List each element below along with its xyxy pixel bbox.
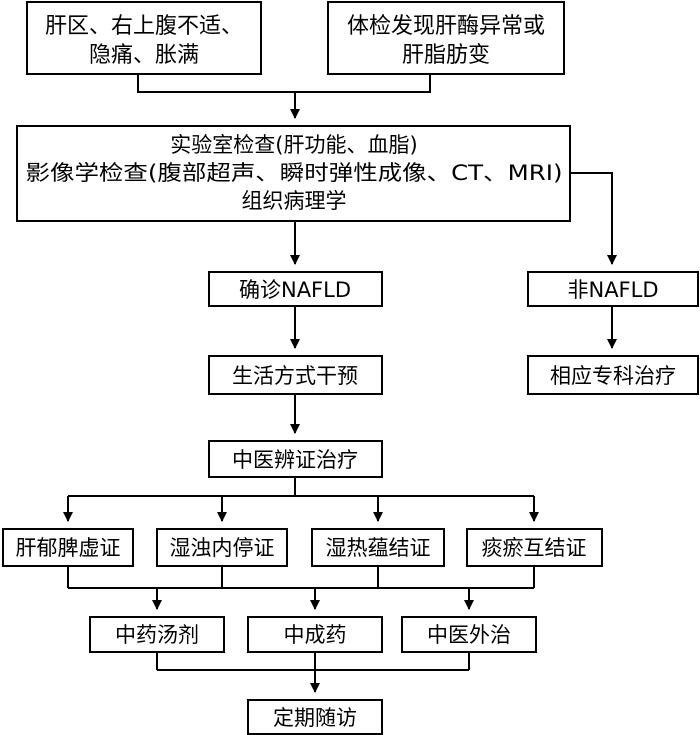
tests-node: 实验室检查(肝功能、血脂) 影像学检查(腹部超声、瞬时弹性成像、CT、MRI) … [16, 125, 571, 222]
treatment-box-2 [247, 616, 383, 653]
followup-box [247, 699, 383, 735]
exam-line-1: 体检发现肝酶异常或 [347, 14, 545, 39]
arrow-to-non-nafld [570, 172, 617, 265]
connectors [63, 74, 617, 693]
symptom-box [26, 1, 262, 75]
syndrome-label-3: 湿热蕴结证 [326, 536, 431, 560]
syndrome-node-3: 湿热蕴结证 [311, 528, 445, 567]
specialty-node: 相应专科治疗 [527, 355, 699, 395]
treatment-node-1: 中药汤剂 [89, 616, 225, 653]
treatment-box-1 [89, 616, 225, 653]
syndrome-label-1: 肝郁脾虚证 [16, 536, 121, 560]
specialty-label: 相应专科治疗 [550, 364, 676, 388]
non-nafld-node: 非NAFLD [527, 271, 699, 307]
syndrome-label-2: 湿浊内停证 [170, 536, 275, 560]
connector-top-merge [137, 74, 431, 93]
syndrome-box-1 [2, 528, 134, 567]
syndrome-node-1: 肝郁脾虚证 [2, 528, 134, 567]
tests-line-1: 实验室检查(肝功能、血脂) [170, 133, 417, 157]
lifestyle-box [208, 355, 383, 395]
treatment-label-1: 中药汤剂 [115, 623, 199, 647]
symptom-node: 肝区、右上腹不适、 隐痛、胀满 [26, 1, 262, 75]
tests-line-3: 组织病理学 [242, 189, 347, 213]
confirmed-node: 确诊NAFLD [208, 271, 383, 307]
confirmed-box [208, 271, 383, 307]
tcm-label: 中医辨证治疗 [232, 448, 358, 472]
symptom-line-2: 隐痛、胀满 [89, 43, 199, 68]
syndrome-box-3 [311, 528, 445, 567]
tests-box [16, 125, 571, 222]
lifestyle-node: 生活方式干预 [208, 355, 383, 395]
treatment-node-3: 中医外治 [401, 616, 537, 653]
syndrome-box-4 [466, 528, 603, 567]
exam-line-2: 肝脂肪变 [402, 43, 490, 68]
tcm-node: 中医辨证治疗 [208, 440, 383, 478]
non-nafld-box [527, 271, 699, 307]
syndrome-node-4: 痰瘀互结证 [466, 528, 603, 567]
confirmed-label: 确诊NAFLD [239, 278, 351, 302]
tests-line-2: 影像学检查(腹部超声、瞬时弹性成像、CT、MRI) [26, 161, 563, 185]
symptom-line-1: 肝区、右上腹不适、 [45, 14, 243, 39]
specialty-box [527, 355, 699, 395]
followup-label: 定期随访 [273, 706, 357, 730]
syndrome-node-2: 湿浊内停证 [156, 528, 288, 567]
lifestyle-label: 生活方式干预 [232, 364, 358, 388]
syndrome-label-4: 痰瘀互结证 [482, 536, 587, 560]
non-nafld-label: 非NAFLD [567, 278, 658, 302]
treatment-label-2: 中成药 [284, 623, 347, 647]
treatment-node-2: 中成药 [247, 616, 383, 653]
followup-node: 定期随访 [247, 699, 383, 735]
treatment-box-3 [401, 616, 537, 653]
tcm-box [208, 440, 383, 478]
treatment-label-3: 中医外治 [427, 623, 511, 647]
exam-node: 体检发现肝酶异常或 肝脂肪变 [327, 1, 565, 75]
syndrome-box-2 [156, 528, 288, 567]
exam-box [327, 1, 565, 75]
